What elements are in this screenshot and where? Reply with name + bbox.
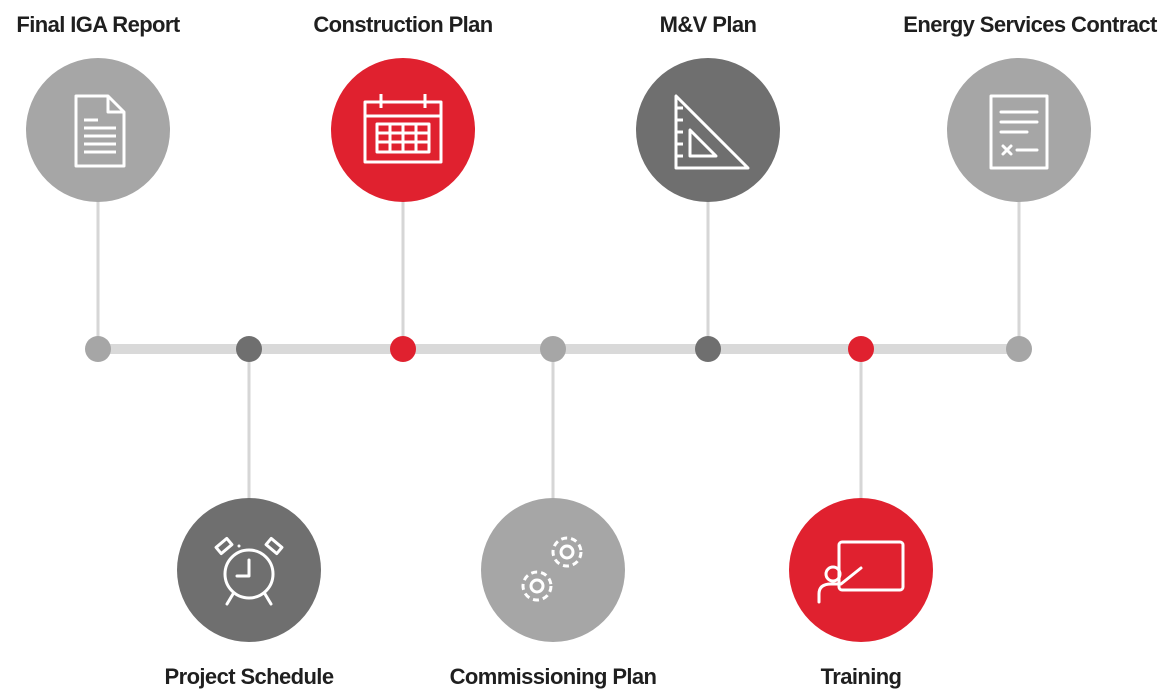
timeline-dot-construction-plan [390,336,416,362]
alarm-clock-icon [177,498,321,642]
connector-training [859,350,863,500]
milestone-circle-final-iga-report [26,58,170,202]
timeline-dot-commissioning-plan [540,336,566,362]
milestone-circle-commissioning-plan [481,498,625,642]
milestone-circle-mv-plan [636,58,780,202]
milestone-label-commissioning-plan: Commissioning Plan [449,664,657,689]
timeline-dot-energy-services-contract [1006,336,1032,362]
contract-icon [947,58,1091,202]
set-square-icon [636,58,780,202]
presentation-board-icon [789,498,933,642]
milestone-circle-construction-plan [331,58,475,202]
connector-final-iga-report [96,200,100,348]
gears-icon [481,498,625,642]
timeline-dot-mv-plan [695,336,721,362]
milestone-circle-training [789,498,933,642]
milestone-label-final-iga-report: Final IGA Report [16,12,180,37]
milestone-label-training: Training [820,664,902,689]
connector-mv-plan [706,200,710,348]
document-icon [26,58,170,202]
milestone-label-energy-services-contract: Energy Services Contract [903,12,1157,37]
milestone-label-project-schedule: Project Schedule [164,664,335,689]
connector-commissioning-plan [551,350,555,500]
timeline-dot-project-schedule [236,336,262,362]
connector-energy-services-contract [1017,200,1021,348]
calendar-icon [331,58,475,202]
connector-construction-plan [401,200,405,348]
timeline-dot-training [848,336,874,362]
milestone-label-mv-plan: M&V Plan [659,12,757,37]
connector-project-schedule [247,350,251,500]
milestone-circle-energy-services-contract [947,58,1091,202]
milestone-circle-project-schedule [177,498,321,642]
timeline-dot-final-iga-report [85,336,111,362]
milestone-label-construction-plan: Construction Plan [313,12,493,37]
